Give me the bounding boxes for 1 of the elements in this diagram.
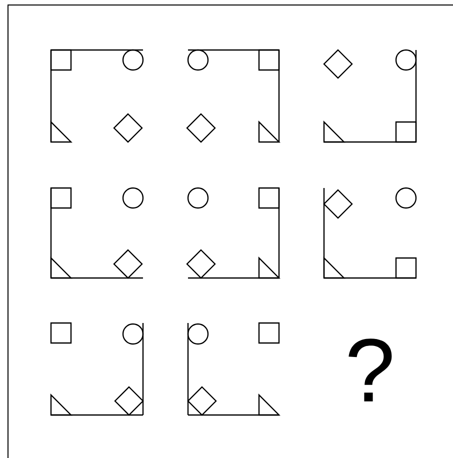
question-mark: ? (348, 338, 392, 402)
